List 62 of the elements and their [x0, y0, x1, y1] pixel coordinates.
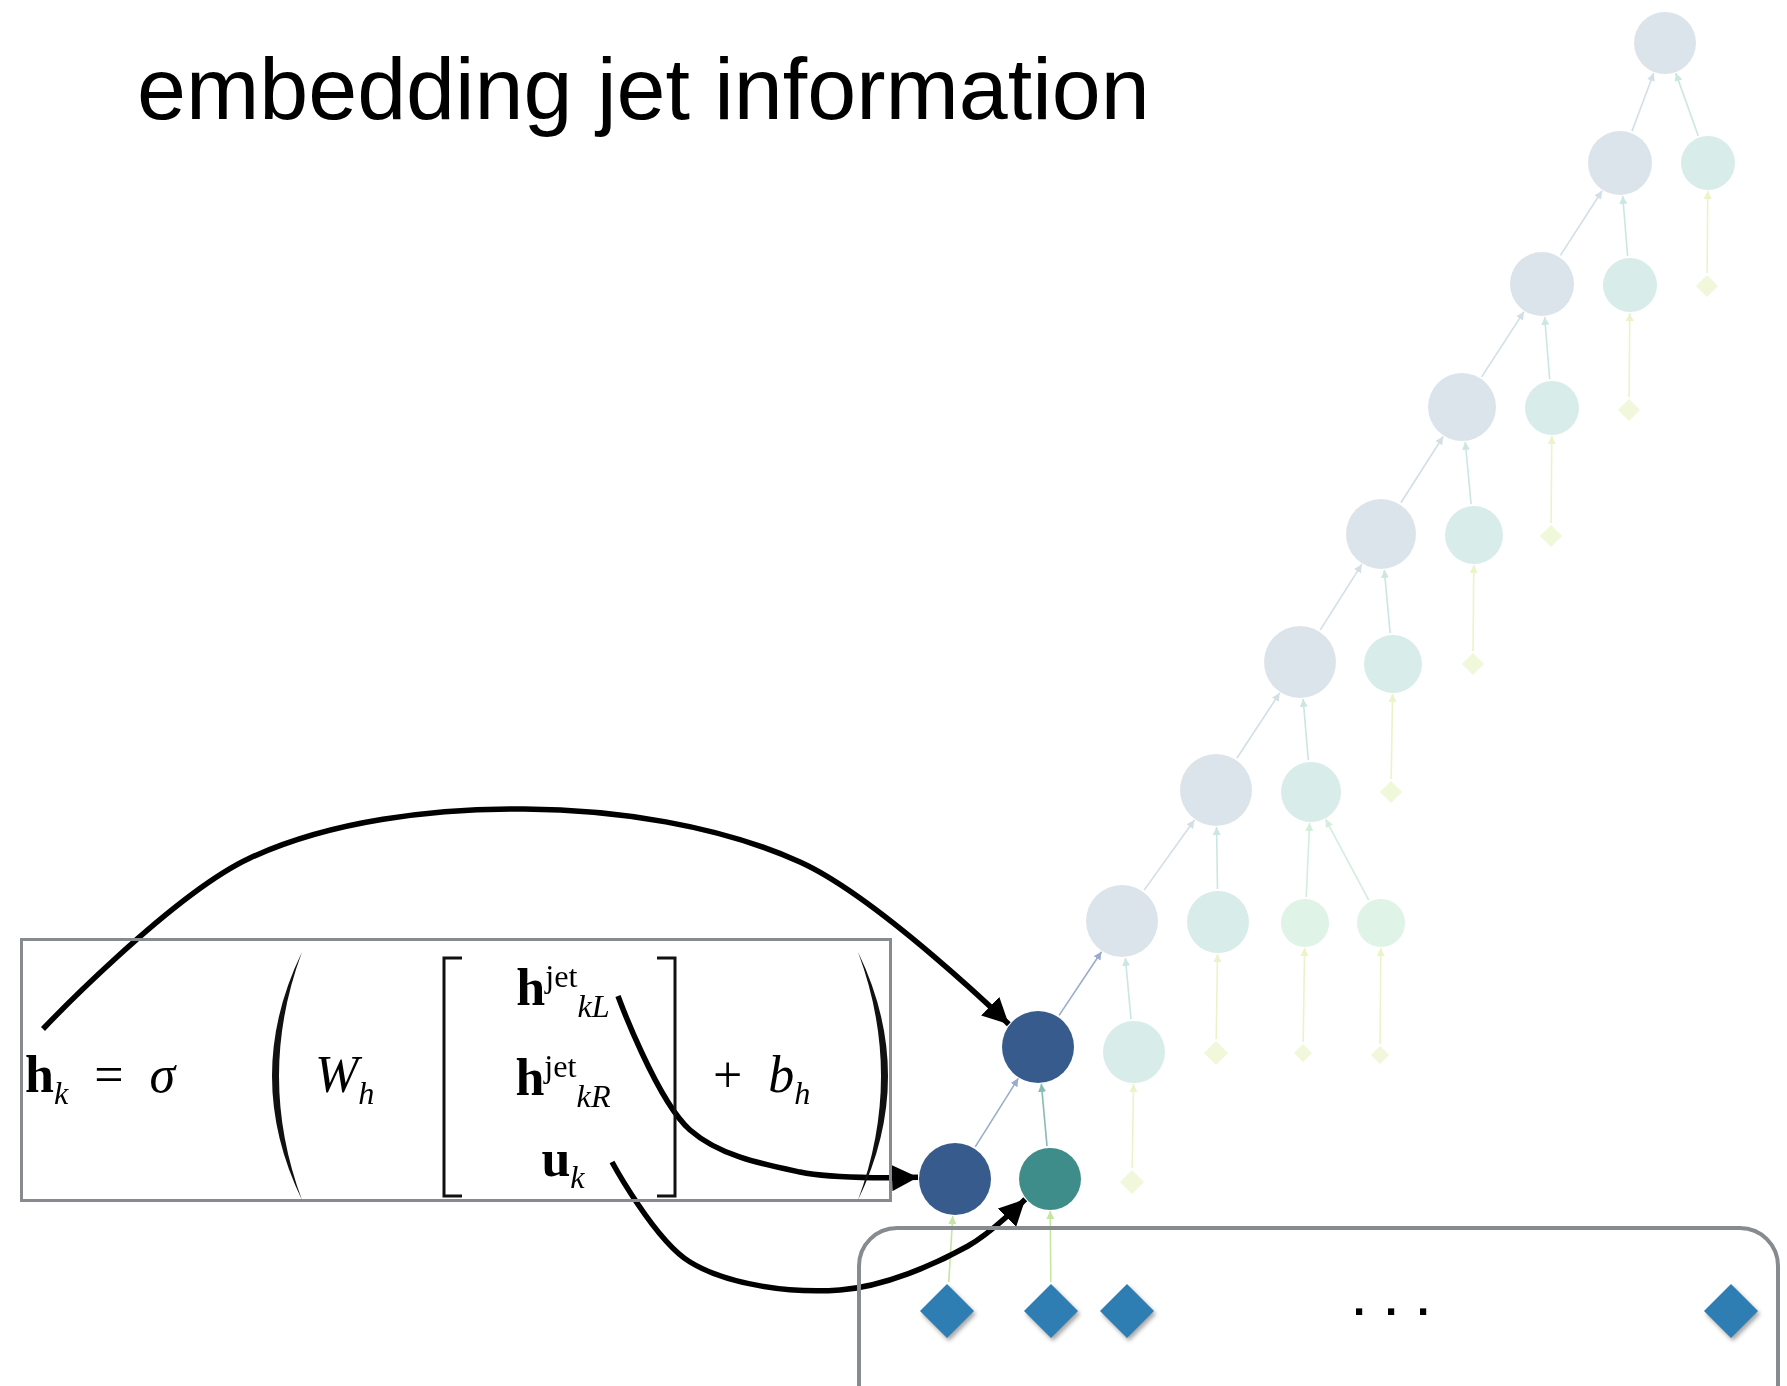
tree-edge — [974, 1077, 1020, 1148]
tree-edge — [1469, 564, 1478, 652]
tree-edge — [1619, 195, 1629, 257]
tree-edge — [1143, 819, 1196, 891]
tree-node-circle — [1281, 762, 1341, 822]
tree-node-circle — [1357, 899, 1405, 947]
tree-edge — [1625, 312, 1634, 398]
tree-edge — [1305, 822, 1314, 898]
leaf-diamond — [1120, 1170, 1144, 1194]
leaf-diamond — [1294, 1044, 1312, 1062]
leaf-diamond — [1380, 781, 1402, 803]
tree-edge — [1129, 1083, 1138, 1169]
leaf-diamond — [1462, 653, 1484, 675]
tree-edge — [1462, 441, 1472, 505]
tree-node-circle — [1525, 381, 1579, 435]
tree-edge — [1388, 693, 1397, 780]
tree-edge — [1300, 947, 1309, 1043]
tree-edge — [1376, 947, 1385, 1045]
tree-edge — [1674, 72, 1699, 137]
bias-term: + b$_{h}$ — [713, 1049, 811, 1109]
tree-edge — [1236, 692, 1281, 760]
leaf-diamond — [1704, 1284, 1758, 1338]
leaf-diamond — [1024, 1284, 1078, 1338]
leaf-diamond — [1371, 1046, 1389, 1064]
tree-edge — [1559, 189, 1603, 257]
rounded-panel — [857, 1226, 1780, 1386]
tree-edge — [1631, 72, 1655, 132]
tree-edge — [1122, 957, 1132, 1020]
leaf-diamond — [1540, 525, 1562, 547]
tree-edge — [1381, 569, 1391, 634]
tree-node-circle — [1281, 899, 1329, 947]
leaf-diamond — [1204, 1041, 1228, 1065]
leaf-diamond — [1696, 275, 1718, 297]
tree-edge — [1541, 316, 1551, 380]
leaf-diamond — [920, 1284, 974, 1338]
weight-term: W$_{h}$ — [315, 1049, 375, 1109]
arrow — [609, 1160, 1028, 1294]
tree-edge — [1547, 435, 1556, 524]
ellipsis: ... — [1352, 1275, 1450, 1325]
arrow — [615, 995, 919, 1192]
tree-node-circle — [1603, 258, 1657, 312]
tree-edge — [1212, 826, 1221, 890]
tree-node-circle — [1002, 1011, 1074, 1083]
leaf-diamond — [1100, 1284, 1154, 1338]
tree-edge — [1058, 951, 1103, 1017]
tree-edge — [1038, 1083, 1048, 1147]
title: embedding jet information — [137, 38, 1150, 140]
tree-edge — [1046, 1210, 1055, 1283]
tree-edge — [947, 1215, 957, 1283]
equation-box — [20, 938, 892, 1202]
tree-edge — [1480, 310, 1525, 378]
tree-edge — [1299, 698, 1310, 761]
tree-node-circle — [1681, 136, 1735, 190]
vector-entry: u$_{k}$ — [541, 1133, 585, 1193]
arrow — [41, 806, 1011, 1031]
leaf-diamond — [1618, 399, 1640, 421]
tree-edge — [1324, 818, 1370, 901]
tree-edge — [1319, 563, 1363, 631]
tree-edge — [1213, 953, 1222, 1040]
tree-edge — [1703, 190, 1712, 274]
tree-edge — [1400, 435, 1444, 504]
equation-lhs: h$_{k}$ = σ — [25, 1049, 176, 1109]
